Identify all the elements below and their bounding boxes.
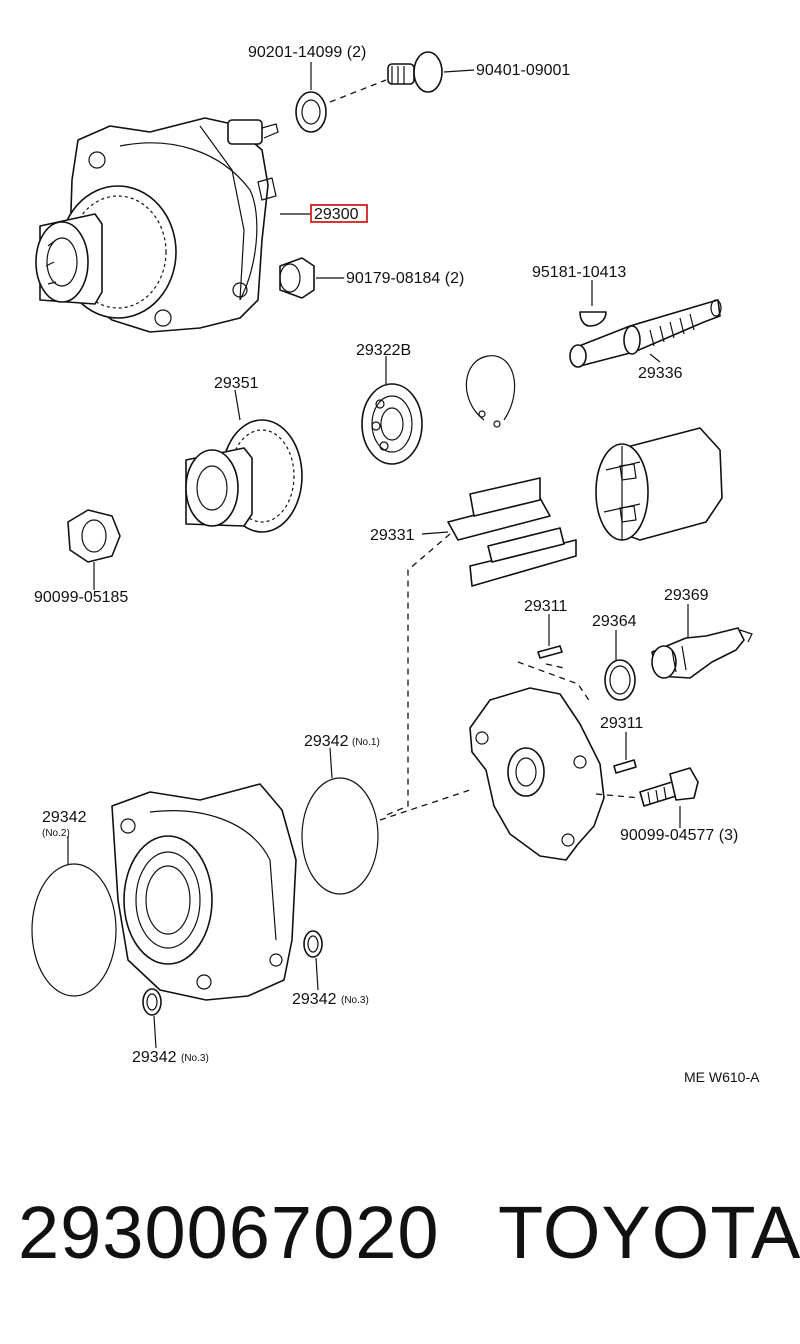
label-valve: 29369: [664, 587, 709, 604]
label-gear: 29351: [214, 375, 259, 392]
vane-part[interactable]: [447, 477, 577, 587]
woodruff-key-part[interactable]: [579, 311, 607, 327]
vacuum-pump-assembly[interactable]: [35, 117, 279, 333]
label-oring-no3-right-sub: (No.3): [341, 995, 369, 1006]
label-vane: 29331: [370, 527, 415, 544]
gear-part[interactable]: [185, 419, 303, 533]
label-pin-upper: 29311: [524, 598, 567, 615]
pump-cover-part[interactable]: [469, 687, 605, 861]
o-ring-no1-part[interactable]: [301, 777, 379, 895]
bolt-part[interactable]: [639, 767, 699, 807]
snap-ring-part[interactable]: [465, 355, 516, 428]
label-oring-no2: 29342: [42, 809, 87, 826]
label-oring-no3-right: 29342: [292, 991, 337, 1008]
label-pin-lower: 29311: [600, 715, 643, 732]
o-ring-no3-left-part[interactable]: [142, 988, 162, 1016]
pin-lower-part[interactable]: [613, 759, 637, 774]
diagram-code: ME W610-A: [684, 1069, 760, 1085]
label-oring-no1: 29342: [304, 733, 349, 750]
label-ring-gasket: 29364: [592, 613, 637, 630]
label-bearing: 29322B: [356, 342, 411, 359]
label-key: 95181-10413: [532, 264, 626, 281]
bearing-part[interactable]: [361, 383, 423, 465]
ring-gasket-part[interactable]: [604, 659, 636, 701]
nut-part[interactable]: [67, 509, 121, 563]
bushing-part[interactable]: [279, 257, 315, 299]
brand-caption: TOYOTA: [498, 1191, 800, 1274]
o-ring-no2-part[interactable]: [31, 863, 117, 997]
drive-shaft-part[interactable]: [569, 299, 722, 368]
pump-housing-part[interactable]: [111, 783, 297, 1001]
plug-part[interactable]: [387, 51, 443, 93]
part-number-caption: 2930067020: [18, 1191, 440, 1274]
label-oil-seal: 90201-14099 (2): [248, 44, 366, 61]
label-bushing: 90179-08184 (2): [346, 270, 464, 287]
exploded-parts-diagram: 90201-14099 (2) 90401-09001 29300 90179-…: [31, 44, 760, 1085]
check-valve-part[interactable]: [651, 627, 753, 679]
label-oring-no2-sub: (No.2): [42, 828, 70, 839]
o-ring-no3-right-part[interactable]: [303, 930, 323, 958]
label-plug: 90401-09001: [476, 62, 570, 79]
highlight-box-pump-assy: [310, 204, 368, 223]
oil-seal-part[interactable]: [295, 91, 327, 133]
pin-upper-part[interactable]: [537, 645, 563, 659]
label-oring-no1-sub: (No.1): [352, 737, 380, 748]
rotor-part[interactable]: [595, 427, 723, 541]
label-pump-assy[interactable]: 29300: [314, 206, 359, 223]
label-nut: 90099-05185: [34, 589, 128, 606]
label-oring-no3-left-sub: (No.3): [181, 1053, 209, 1064]
label-bolt: 90099-04577 (3): [620, 827, 738, 844]
label-shaft: 29336: [638, 365, 683, 382]
label-oring-no3-left: 29342: [132, 1049, 177, 1066]
